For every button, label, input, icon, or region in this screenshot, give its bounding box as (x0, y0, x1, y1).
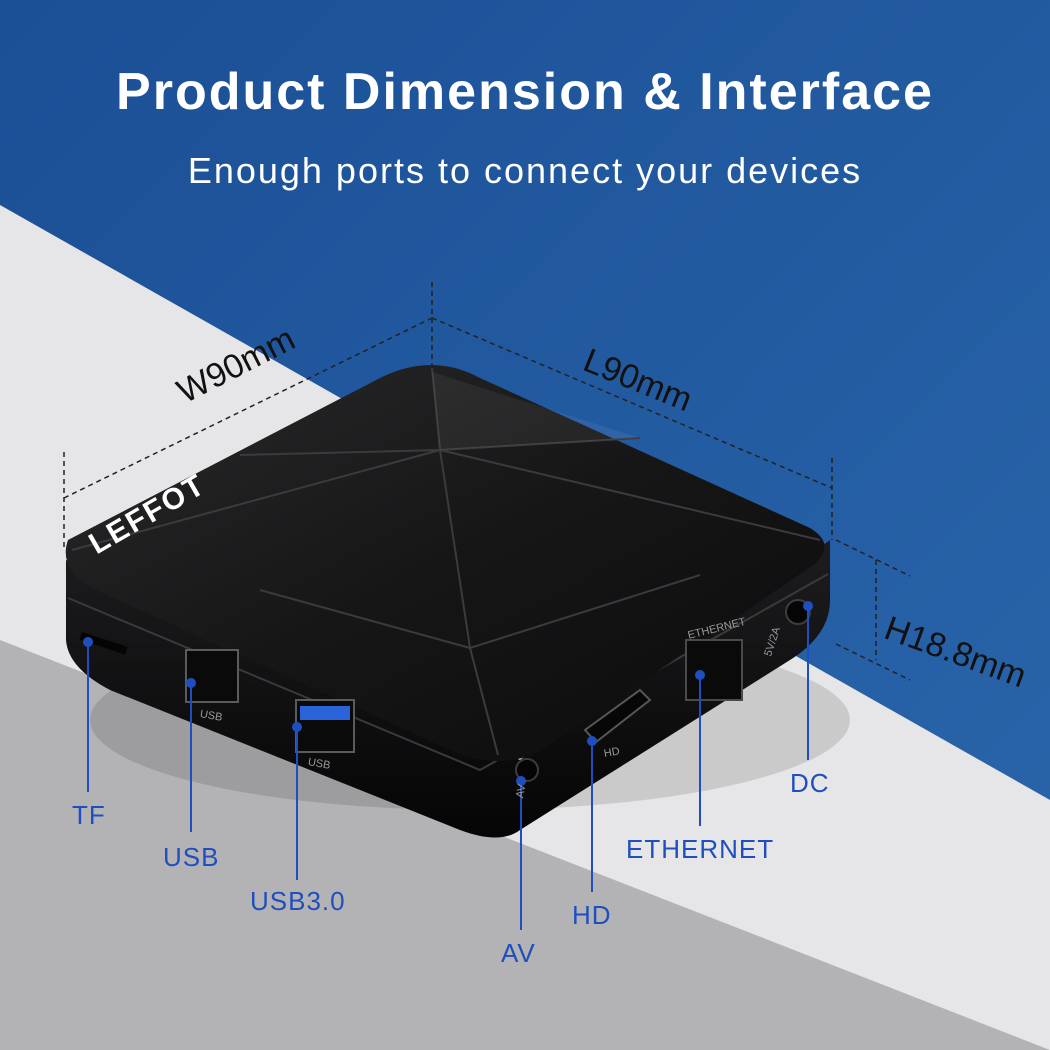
usb-port-1 (185, 649, 239, 703)
port-label-usb: USB (163, 842, 220, 872)
usb3-tongue (300, 706, 350, 720)
port-label-dc: DC (790, 768, 830, 798)
dimension-lines (63, 282, 911, 681)
device-top (65, 365, 825, 762)
page-title: Product Dimension & Interface (116, 63, 934, 121)
port-label-ethernet: ETHERNET (626, 834, 775, 864)
port-label-tf: TF (72, 800, 106, 830)
page-subtitle: Enough ports to connect your devices (187, 150, 863, 191)
top-highlight (432, 372, 640, 450)
port-label-hd: HD (572, 900, 612, 930)
ethernet-port (685, 639, 743, 701)
av-jack (515, 758, 539, 782)
tf-slot (79, 632, 128, 655)
port-label-av: AV (501, 938, 536, 968)
callout-dots (83, 601, 813, 786)
callout-lines (87, 606, 809, 930)
top-facet-lines (71, 367, 821, 756)
port-label-usb3: USB3.0 (250, 886, 346, 916)
printed-av: AV (514, 783, 529, 800)
